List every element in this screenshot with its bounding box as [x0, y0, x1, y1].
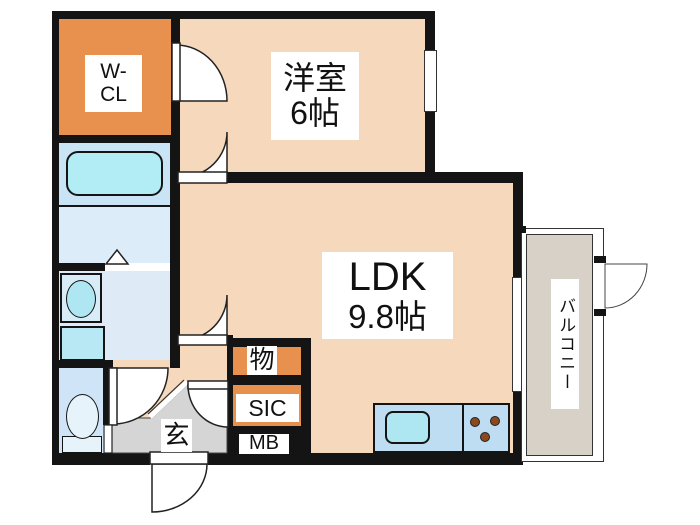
washing-machine-space: [60, 326, 105, 361]
kitchen-divider: [462, 403, 464, 453]
western-room-door-arc: [181, 131, 228, 178]
ldk-door-arc: [181, 294, 228, 341]
wall-washroom-bottom: [59, 360, 113, 368]
balcony-opening-cap-bottom: [594, 309, 606, 316]
room-label-wcl: W- CL: [85, 55, 142, 112]
room-label-western: 洋室 6帖: [271, 52, 359, 140]
genkan-step-line: [148, 380, 189, 419]
room-label-balcony: バルコニー: [551, 279, 579, 409]
stove-burner-icon: [480, 432, 490, 442]
wall-top: [52, 11, 435, 19]
wall-western-right-upper: [425, 11, 435, 50]
wall-ldk-right-lower: [513, 390, 523, 465]
bathtub: [66, 151, 163, 196]
ldk-name: LDK: [348, 255, 427, 300]
wall-wcl-bottom: [52, 135, 180, 143]
genkan-label-text: 玄: [163, 420, 190, 451]
room-label-ldk: LDK 9.8帖: [322, 252, 453, 339]
entrance-door-arc: [151, 463, 208, 513]
wall-mid-horizontal: [171, 172, 523, 183]
room-label-storage: 物: [247, 346, 277, 375]
ldk-size: 9.8帖: [348, 298, 427, 336]
wcl-label-line2: CL: [100, 82, 127, 106]
balcony-opening-cap-top: [594, 256, 606, 263]
wall-bath-washroom: [59, 263, 105, 271]
sic-door-arc: [187, 384, 229, 428]
entrance-door-leaf: [149, 451, 209, 465]
wall-vertical-mid: [170, 143, 180, 368]
room-label-genkan: 玄: [161, 419, 192, 452]
wcl-door-leaf: [171, 42, 181, 102]
mb-label-text: MB: [249, 432, 279, 455]
western-room-name: 洋室: [282, 60, 347, 97]
bathroom-door-triangle: [104, 248, 130, 265]
western-room-window: [424, 50, 437, 112]
western-room-door-leaf: [177, 171, 228, 184]
washroom-door-leaf: [108, 367, 118, 426]
western-room-size: 6帖: [290, 95, 340, 131]
room-label-sic: SIC: [236, 394, 299, 422]
sic-door-leaf: [187, 380, 229, 390]
wcl-label-line1: W-: [100, 59, 127, 83]
room-label-mb: MB: [240, 432, 288, 455]
balcony-junction-tick: [513, 226, 526, 233]
genkan-step-edge: [147, 379, 185, 415]
kitchen-sink: [385, 411, 430, 444]
washroom-door-arc: [112, 367, 169, 425]
sic-label-text: SIC: [248, 394, 287, 421]
stove-burner-icon: [470, 417, 480, 427]
stove-burner-icon: [490, 416, 500, 426]
wall-bottom-left: [52, 453, 150, 465]
toilet-bowl: [66, 394, 99, 439]
wall-left: [52, 11, 59, 465]
toilet-door-leaf: [103, 424, 113, 454]
ldk-door-leaf: [177, 334, 228, 346]
washbasin-bowl: [66, 280, 96, 318]
balcony-rail-opening: [595, 263, 606, 309]
storage-label-text: 物: [249, 346, 275, 374]
wall-toilet-right: [103, 368, 110, 425]
wcl-door-arc: [175, 44, 228, 102]
wall-western-right-lower: [425, 110, 435, 172]
balcony-partition-door-arc: [604, 263, 648, 309]
meter-box: [238, 433, 290, 455]
balcony-label-text: バルコニー: [556, 296, 576, 392]
